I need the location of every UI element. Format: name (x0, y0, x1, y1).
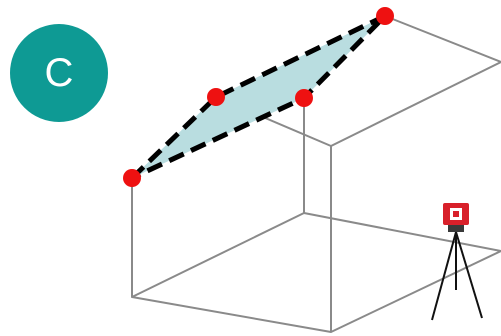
step-badge-label: C (44, 51, 74, 95)
measure-point (207, 88, 225, 106)
measure-point (295, 89, 313, 107)
measure-point (123, 169, 141, 187)
instrument-lens-core (453, 211, 459, 217)
measure-point (376, 7, 394, 25)
measured-plane (129, 13, 388, 181)
tripod (431, 231, 483, 321)
floor-edges (131, 212, 501, 333)
ceiling-right-edge (330, 15, 501, 147)
instrument-base (448, 224, 464, 232)
total-station-icon (431, 203, 483, 321)
step-badge: C (10, 24, 108, 122)
measured-points (123, 7, 394, 187)
